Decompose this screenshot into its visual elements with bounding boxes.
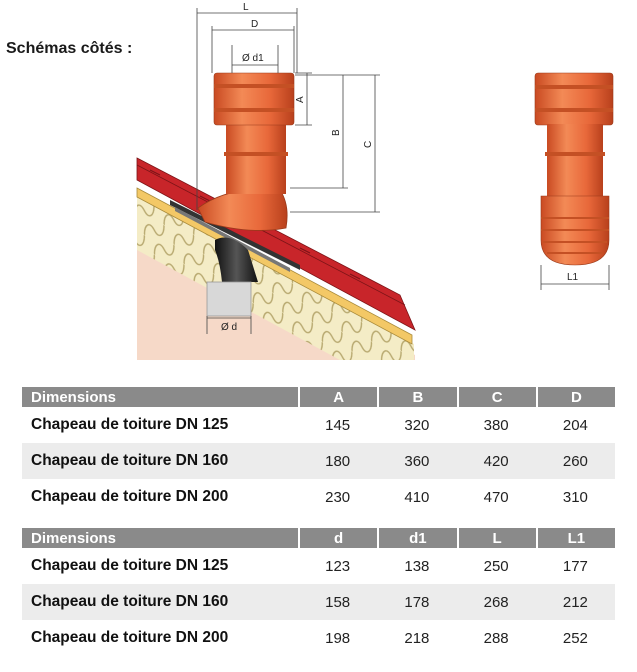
cell-value: 178: [377, 584, 457, 620]
cell-value: 260: [535, 443, 615, 479]
cell-value: 180: [298, 443, 378, 479]
cell-value: 420: [456, 443, 536, 479]
column-header: L: [456, 528, 536, 548]
cell-value: 138: [404, 557, 430, 575]
dim-label-d: Ø d: [221, 322, 237, 333]
table-header-row: Dimensions d d1 L L1: [22, 528, 615, 548]
roof-cap-assembly: [197, 72, 295, 317]
table-header-row: Dimensions A B C D: [22, 387, 615, 407]
cell-value: 310: [562, 488, 588, 506]
dim-label-L1: L1: [567, 272, 579, 283]
dim-label-B: B: [331, 129, 342, 136]
standalone-cap-illustration: [534, 72, 614, 266]
section-heading: Schémas côtés :: [6, 40, 133, 57]
row-name: Chapeau de toiture DN 160: [22, 443, 298, 479]
column-header: Dimensions: [22, 528, 298, 548]
cell-value: 158: [298, 584, 378, 620]
column-header: A: [298, 387, 378, 407]
row-name: Chapeau de toiture DN 125: [31, 416, 229, 433]
cell-value: 123: [325, 557, 351, 575]
table-row: Chapeau de toiture DN 125 145 320 380 20…: [22, 407, 615, 443]
table-row: Chapeau de toiture DN 200 230 410 470 31…: [22, 479, 615, 515]
cell-value: 410: [404, 488, 430, 506]
cell-value: 252: [562, 629, 588, 647]
cell-value: 177: [562, 557, 588, 575]
table-row: Chapeau de toiture DN 160 158 178 268 21…: [22, 584, 615, 620]
cell-value: 288: [483, 629, 509, 647]
cell-value: 380: [483, 416, 509, 434]
column-header: L1: [535, 528, 615, 548]
dim-label-A: A: [295, 96, 306, 103]
column-header: d: [298, 528, 378, 548]
cell-value: 198: [325, 629, 351, 647]
dim-label-d1: Ø d1: [242, 53, 264, 64]
dimensions-table-diameters: Dimensions d d1 L L1 Chapeau de toiture …: [22, 528, 615, 656]
dim-label-C: C: [363, 141, 374, 148]
dimension-lines: [196, 8, 610, 334]
cell-value: 268: [456, 584, 536, 620]
table-row: Chapeau de toiture DN 200 198 218 288 25…: [22, 620, 615, 656]
row-name: Chapeau de toiture DN 200: [31, 629, 229, 646]
cell-value: 204: [562, 416, 588, 434]
column-header: B: [377, 387, 457, 407]
column-header: C: [456, 387, 536, 407]
cell-value: 230: [325, 488, 351, 506]
dim-label-L: L: [243, 2, 249, 13]
cell-value: 360: [377, 443, 457, 479]
cell-value: 470: [483, 488, 509, 506]
column-header: Dimensions: [22, 387, 298, 407]
row-name: Chapeau de toiture DN 160: [22, 584, 298, 620]
dimensions-table-abcd: Dimensions A B C D Chapeau de toiture DN…: [22, 387, 615, 515]
cell-value: 145: [325, 416, 351, 434]
table-row: Chapeau de toiture DN 160 180 360 420 26…: [22, 443, 615, 479]
row-name: Chapeau de toiture DN 200: [31, 488, 229, 505]
row-name: Chapeau de toiture DN 125: [31, 557, 229, 574]
column-header: d1: [377, 528, 457, 548]
cell-value: 250: [483, 557, 509, 575]
dimension-diagram: L D Ø d1 A B C Ø d L1: [136, 2, 614, 360]
dim-label-D: D: [251, 19, 258, 30]
column-header: D: [535, 387, 615, 407]
cell-value: 212: [535, 584, 615, 620]
cell-value: 320: [404, 416, 430, 434]
cell-value: 218: [404, 629, 430, 647]
table-row: Chapeau de toiture DN 125 123 138 250 17…: [22, 548, 615, 584]
